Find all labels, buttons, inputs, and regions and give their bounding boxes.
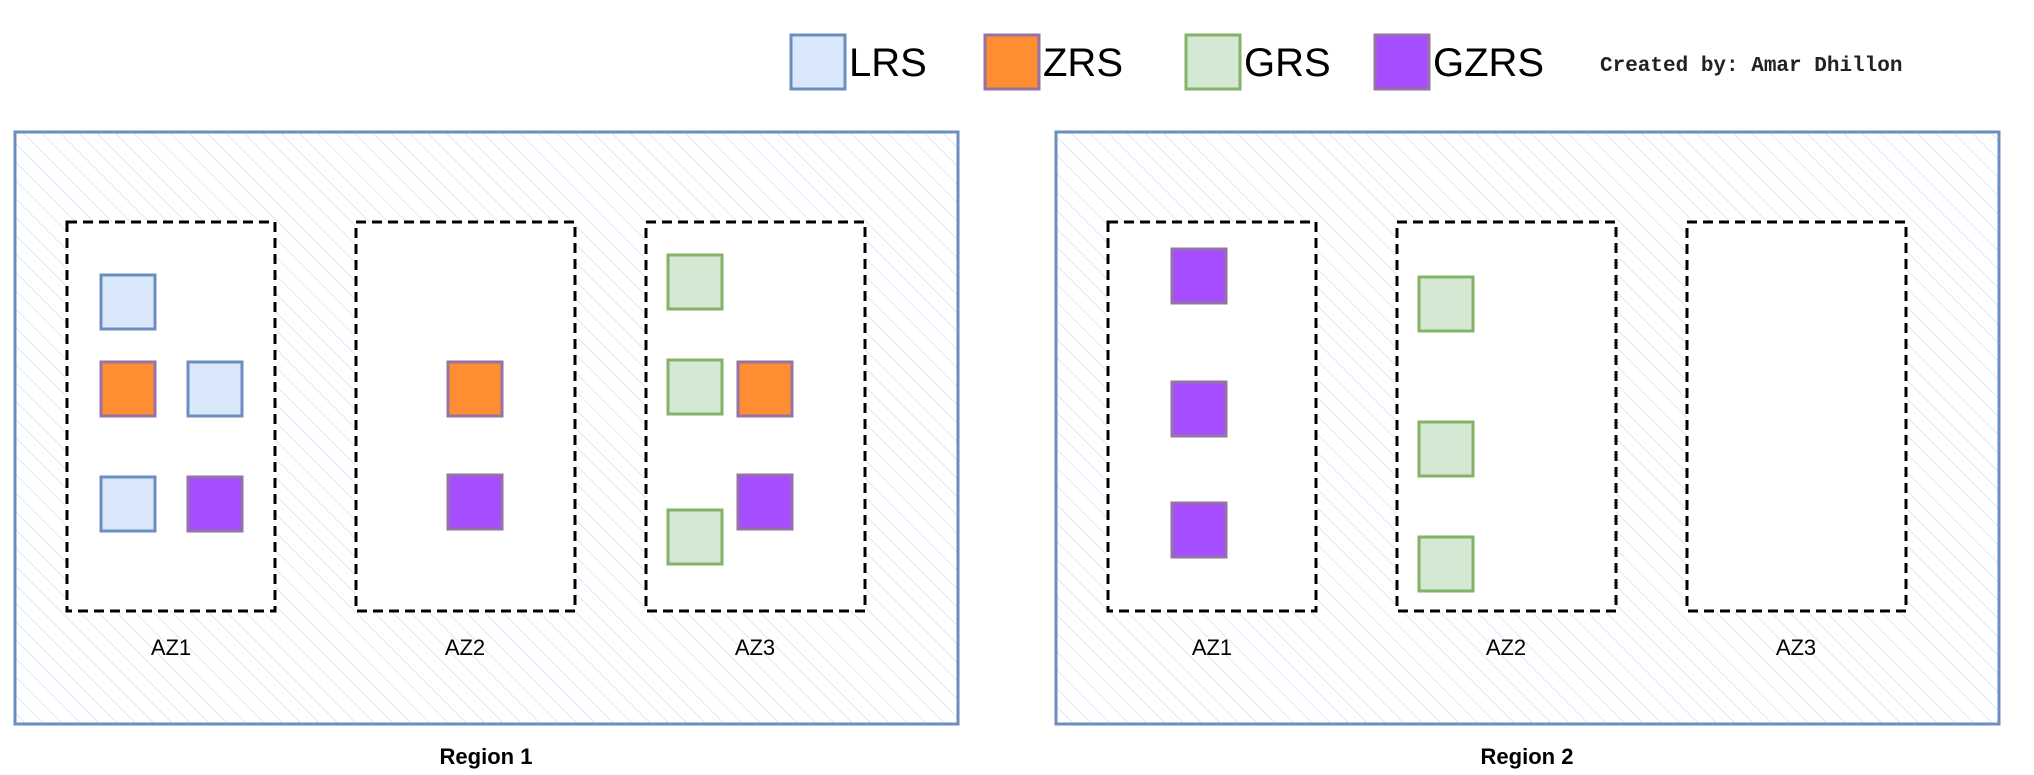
legend-swatch-lrs <box>789 33 847 91</box>
storage-block-grs <box>1417 275 1475 333</box>
storage-block-grs <box>666 358 724 416</box>
legend-item-gzrs: GZRS <box>1373 33 1544 91</box>
storage-block-gzrs <box>736 473 794 531</box>
region-2: Region 2 AZ1 AZ2 AZ3 <box>1054 130 2001 769</box>
legend-swatch-zrs <box>983 33 1041 91</box>
storage-block-gzrs <box>1170 501 1228 559</box>
credit-text: Created by: Amar Dhillon <box>1600 55 1902 78</box>
storage-block-lrs <box>186 360 244 418</box>
region-2-az3: AZ3 <box>1685 220 1908 660</box>
region-1-label: Region 1 <box>440 744 533 769</box>
storage-block-zrs <box>99 360 157 418</box>
az-container <box>1685 220 1908 613</box>
storage-block-gzrs <box>186 475 244 533</box>
legend-swatch-gzrs <box>1373 33 1431 91</box>
legend-label-grs: GRS <box>1244 41 1331 85</box>
az-label: AZ1 <box>1192 635 1232 660</box>
legend-label-gzrs: GZRS <box>1433 41 1544 85</box>
legend-swatch-grs <box>1184 33 1242 91</box>
storage-block-grs <box>666 253 724 311</box>
region-1-az1: AZ1 <box>65 220 277 660</box>
legend-item-grs: GRS <box>1184 33 1331 91</box>
storage-block-grs <box>1417 535 1475 593</box>
region-2-az2: AZ2 <box>1395 220 1618 660</box>
region-1-az2: AZ2 <box>354 220 577 660</box>
region-1-az3: AZ3 <box>644 220 867 660</box>
az-label: AZ2 <box>1486 635 1526 660</box>
legend-label-zrs: ZRS <box>1043 41 1123 85</box>
storage-block-zrs <box>736 360 794 418</box>
az-container <box>65 220 277 613</box>
storage-block-lrs <box>99 273 157 331</box>
az-label: AZ2 <box>445 635 485 660</box>
storage-block-gzrs <box>1170 380 1228 438</box>
storage-block-grs <box>666 508 724 566</box>
legend: LRS ZRS GRS GZRS Created by: Amar Dhillo… <box>789 33 1902 91</box>
storage-block-lrs <box>99 475 157 533</box>
storage-block-zrs <box>446 360 504 418</box>
region-1: Region 1 AZ1 AZ2 AZ3 <box>13 130 960 769</box>
legend-item-lrs: LRS <box>789 33 927 91</box>
storage-block-grs <box>1417 420 1475 478</box>
region-2-az1: AZ1 <box>1106 220 1318 660</box>
az-label: AZ3 <box>735 635 775 660</box>
az-label: AZ1 <box>151 635 191 660</box>
storage-block-gzrs <box>446 473 504 531</box>
storage-block-gzrs <box>1170 247 1228 305</box>
az-label: AZ3 <box>1776 635 1816 660</box>
legend-item-zrs: ZRS <box>983 33 1123 91</box>
region-2-label: Region 2 <box>1481 744 1574 769</box>
legend-label-lrs: LRS <box>849 41 927 85</box>
